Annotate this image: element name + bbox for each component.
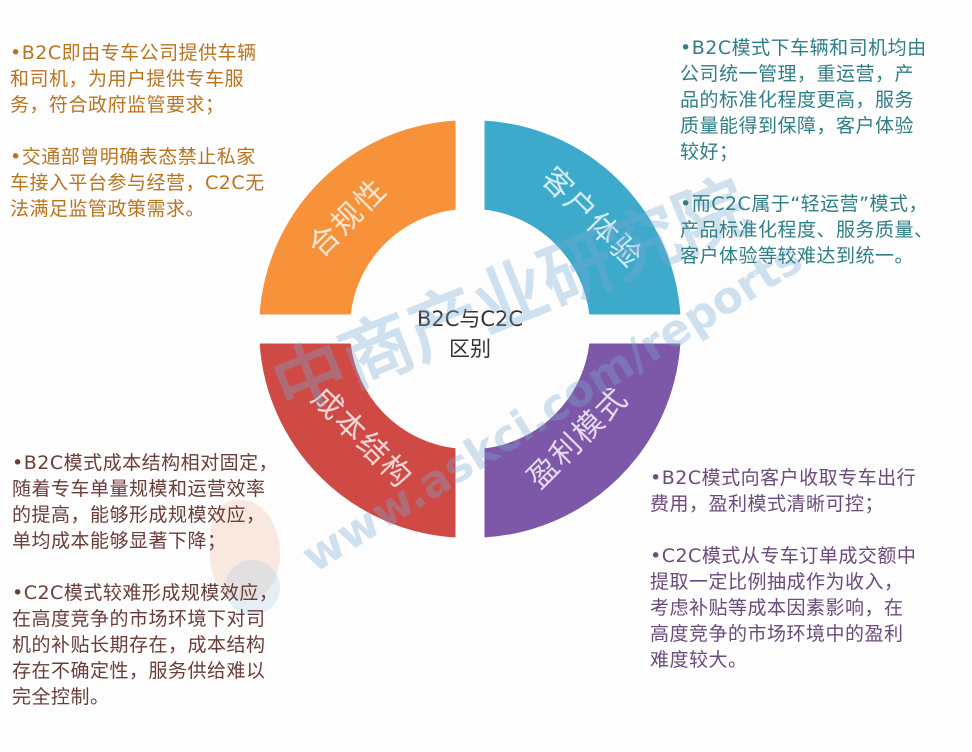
segment-compliance bbox=[256, 117, 459, 318]
experience-description: •B2C模式下车辆和司机均由 公司统一管理，重运营，产 品的标准化程度更高，服务… bbox=[680, 35, 970, 269]
center-title-line1: B2C与C2C bbox=[417, 307, 523, 331]
profit-point-b2c: •B2C模式向客户收取专车出行 费用，盈利模式清晰可控； bbox=[650, 467, 917, 515]
watermark-logo bbox=[210, 500, 280, 600]
profit-description: •B2C模式向客户收取专车出行 费用，盈利模式清晰可控； •C2C模式从专车订单… bbox=[650, 465, 960, 673]
segment-cost bbox=[256, 340, 459, 541]
experience-point-c2c: •而C2C属于“轻运营”模式， 产品标准化程度、服务质量、 客户体验等较难达到统… bbox=[680, 193, 934, 267]
segment-profit bbox=[481, 340, 684, 541]
compliance-point-c2c: •交通部曾明确表态禁止私家 车接入平台参与经营，C2C无 法满足监管政策需求。 bbox=[10, 146, 265, 220]
segment-experience bbox=[481, 117, 684, 318]
cost-point-b2c: •B2C模式成本结构相对固定， 随着专车单量规模和运营效率 的提高，能够形成规模… bbox=[12, 452, 279, 552]
cost-description: •B2C模式成本结构相对固定， 随着专车单量规模和运营效率 的提高，能够形成规模… bbox=[12, 450, 312, 710]
center-title-line2: 区别 bbox=[449, 337, 491, 361]
compliance-description: •B2C即由专车公司提供车辆 和司机，为用户提供专车服 务，符合政府监管要求； … bbox=[10, 40, 310, 222]
compliance-point-b2c: •B2C即由专车公司提供车辆 和司机，为用户提供专车服 务，符合政府监管要求； bbox=[10, 42, 257, 116]
cost-point-c2c: •C2C模式较难形成规模效应， 在高度竞争的市场环境下对司 机的补贴长期存在，成… bbox=[12, 582, 279, 708]
experience-point-b2c: •B2C模式下车辆和司机均由 公司统一管理，重运营，产 品的标准化程度更高，服务… bbox=[680, 37, 927, 163]
profit-point-c2c: •C2C模式从专车订单成交额中 提取一定比例抽成作为收入， 考虑补贴等成本因素影… bbox=[650, 545, 917, 671]
watermark-logo-accent bbox=[225, 560, 280, 615]
